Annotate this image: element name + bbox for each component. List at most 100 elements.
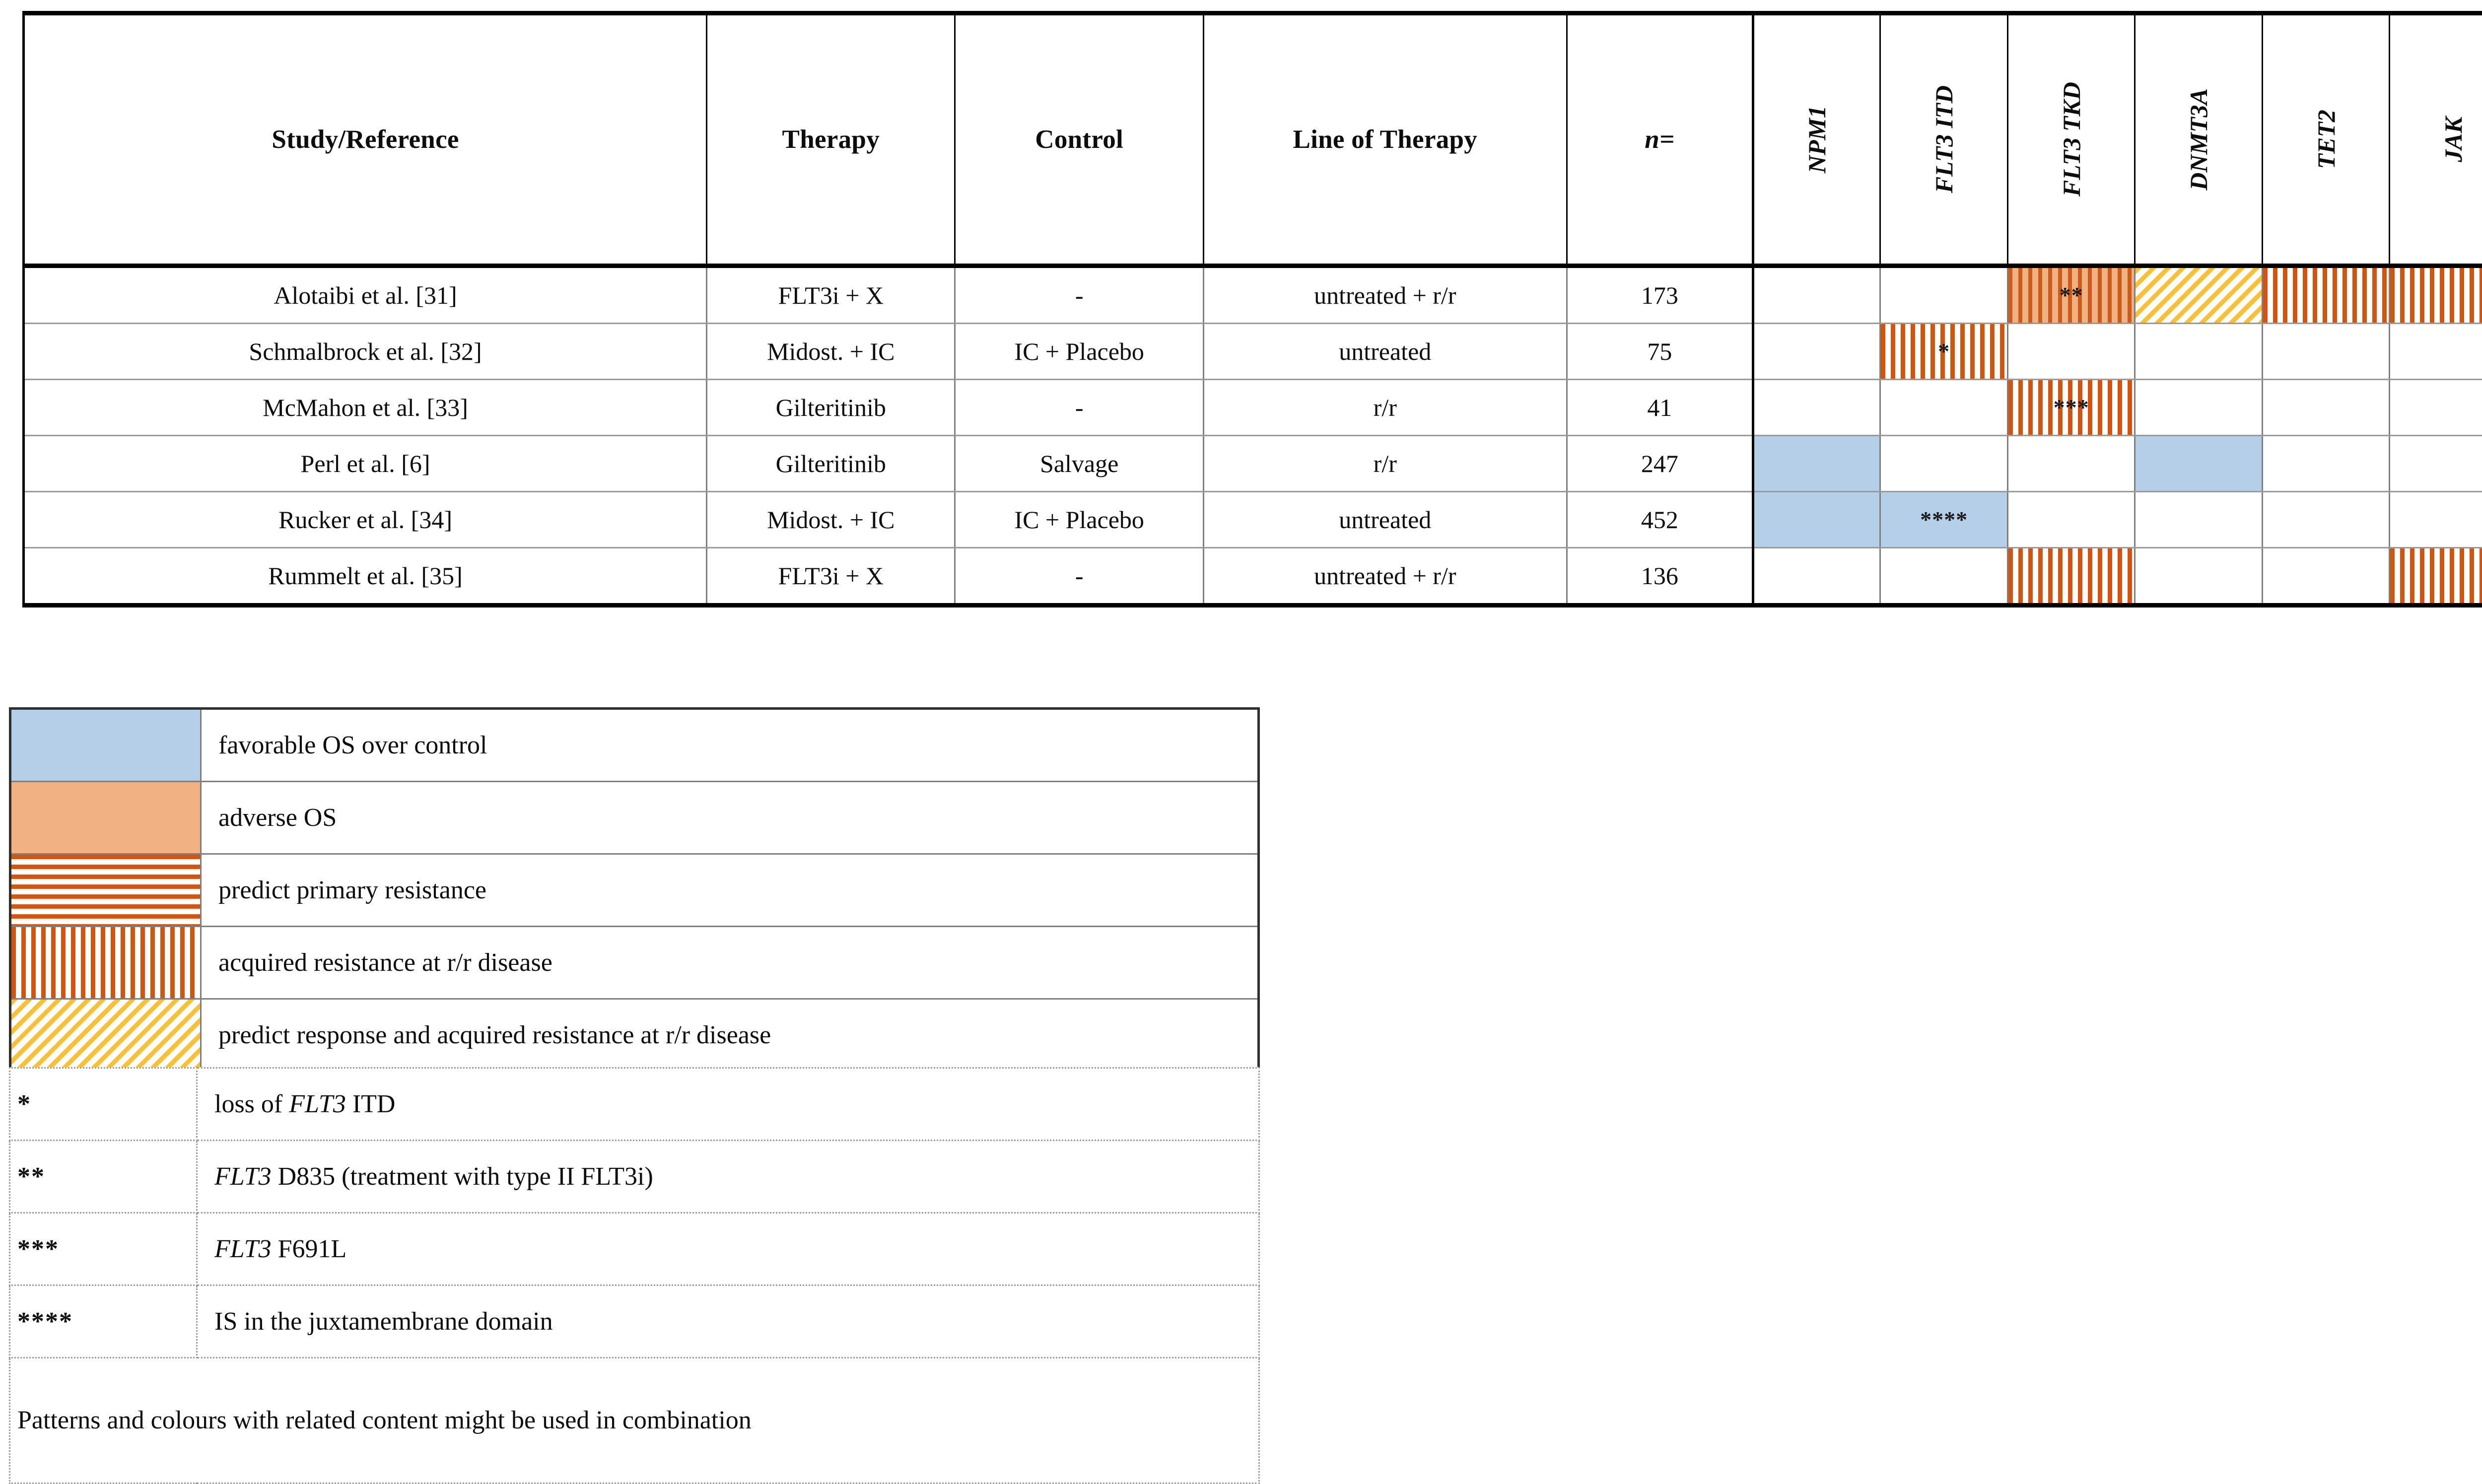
gene-cell-TET2 [2262,380,2389,436]
cell-text: Midost. + IC [767,506,895,534]
gene-cell-inner [2263,380,2389,435]
gene-cell-inner [2136,548,2261,603]
pattern-swatch-none [2390,380,2482,435]
gene-cell-FLT3_ITD [1880,548,2007,606]
cell-text: IC + Placebo [1014,506,1144,534]
legend-swatch-cell [10,782,201,854]
cell-therapy: Gilteritinib [707,436,955,492]
gene-cell-FLT3_ITD [1880,380,2007,436]
gene-cell-inner [1881,548,2006,603]
gene-cell-inner [2263,436,2389,491]
column-header-study: Study/Reference [24,13,707,266]
cell-text: untreated + r/r [1314,562,1456,590]
legend-swatch-vstripe [11,927,200,998]
gene-cell-inner [1754,268,1879,323]
cell-text: untreated [1339,337,1431,365]
cell-therapy: Midost. + IC [707,492,955,548]
pattern-swatch-none [2263,548,2389,603]
cell-study: McMahon et al. [33] [24,380,707,436]
legend-row: predict primary resistance [10,854,1259,927]
legend-swatch-blue [11,710,200,781]
cell-therapy: Midost. + IC [707,324,955,380]
gene-cell-TET2 [2262,436,2389,492]
cell-control: - [955,380,1203,436]
gene-column-header-label: DNMT3A [2186,88,2211,191]
cell-text: untreated + r/r [1314,281,1456,309]
column-header-line: Line of Therapy [1203,13,1567,266]
column-header-label: Therapy [782,125,880,154]
legend-swatch-hstripe [11,855,200,926]
gene-cell-NPM1 [1753,436,1880,492]
gene-cell-inner [2136,324,2261,379]
gene-cell-inner [2390,268,2482,323]
cell-text: Gilteritinib [776,394,886,421]
footnote-note-row: Patterns and colours with related conten… [10,1358,1259,1484]
column-header-label: Study/Reference [272,125,459,154]
cell-text: Salvage [1040,450,1118,477]
cell-text: r/r [1374,450,1397,477]
pattern-swatch-blue [2136,436,2261,491]
legend-swatch-yellow-diagonal [11,1000,200,1071]
legend-row: adverse OS [10,782,1259,854]
gene-cell-inner [2390,436,2482,491]
cell-text: FLT3i + X [778,562,884,590]
cell-text: Perl et al. [6] [301,450,430,477]
gene-column-header-label: JAK [2441,117,2466,162]
gene-cell-inner: ** [2008,268,2134,323]
cell-text: Rucker et al. [34] [278,506,452,534]
gene-cell-FLT3_ITD [1880,436,2007,492]
gene-cell-NPM1 [1753,380,1880,436]
gene-cell-inner: **** [1881,492,2006,547]
pattern-swatch-blue [1754,436,1879,491]
gene-column-header-label: FLT3 ITD [1931,85,1956,193]
gene-cell-FLT3_ITD: * [1880,324,2007,380]
gene-cell-TET2 [2262,492,2389,548]
gene-cell-inner [1881,436,2006,491]
pattern-swatch-none [2263,436,2389,491]
gene-cell-FLT3_ITD: **** [1880,492,2007,548]
cell-study: Perl et al. [6] [24,436,707,492]
footnote-marker: *** [2008,396,2134,419]
table-body: Alotaibi et al. [31]FLT3i + X-untreated … [24,266,2482,606]
legend-label: favorable OS over control [201,709,1259,782]
gene-cell-inner [1881,380,2006,435]
gene-cell-FLT3_TKD [2007,492,2135,548]
gene-cell-FLT3_TKD: *** [2007,380,2135,436]
cell-text: Alotaibi et al. [31] [274,281,457,309]
cell-therapy: FLT3i + X [707,266,955,324]
cell-n: 452 [1567,492,1753,548]
cell-text: IC + Placebo [1014,337,1144,365]
gene-cell-inner [2263,268,2389,323]
legend-row: favorable OS over control [10,709,1259,782]
pattern-swatch-none [2263,324,2389,379]
table-row: Rucker et al. [34] Midost. + IC IC + Place… [24,492,2482,548]
column-header-therapy: Therapy [707,13,955,266]
gene-cell-NPM1 [1753,324,1880,380]
column-header-control: Control [955,13,1203,266]
cell-text: Midost. + IC [767,337,895,365]
gene-column-header-label: NPM1 [1804,106,1829,173]
legend-label: adverse OS [201,782,1259,854]
pattern-swatch-none [2136,548,2261,603]
gene-cell-JAK [2390,492,2482,548]
cell-study: Alotaibi et al. [31] [24,266,707,324]
gene-cell-DNMT3A [2135,266,2262,324]
pattern-swatch-none [2008,436,2134,491]
legend-label: predict primary resistance [201,854,1259,927]
pattern-swatch-none [2263,492,2389,547]
pattern-swatch-none [2136,324,2261,379]
cell-text: 173 [1641,281,1678,309]
gene-cell-FLT3_TKD [2007,436,2135,492]
cell-n: 136 [1567,548,1753,606]
gene-cell-inner [1754,436,1879,491]
gene-cell-inner [2263,324,2389,379]
footnote-row: ****IS in the juxtamembrane domain [10,1285,1259,1358]
table-row: Alotaibi et al. [31]FLT3i + X-untreated … [24,266,2482,324]
gene-cell-inner [2390,380,2482,435]
footnote-marker: ** [2008,284,2134,307]
